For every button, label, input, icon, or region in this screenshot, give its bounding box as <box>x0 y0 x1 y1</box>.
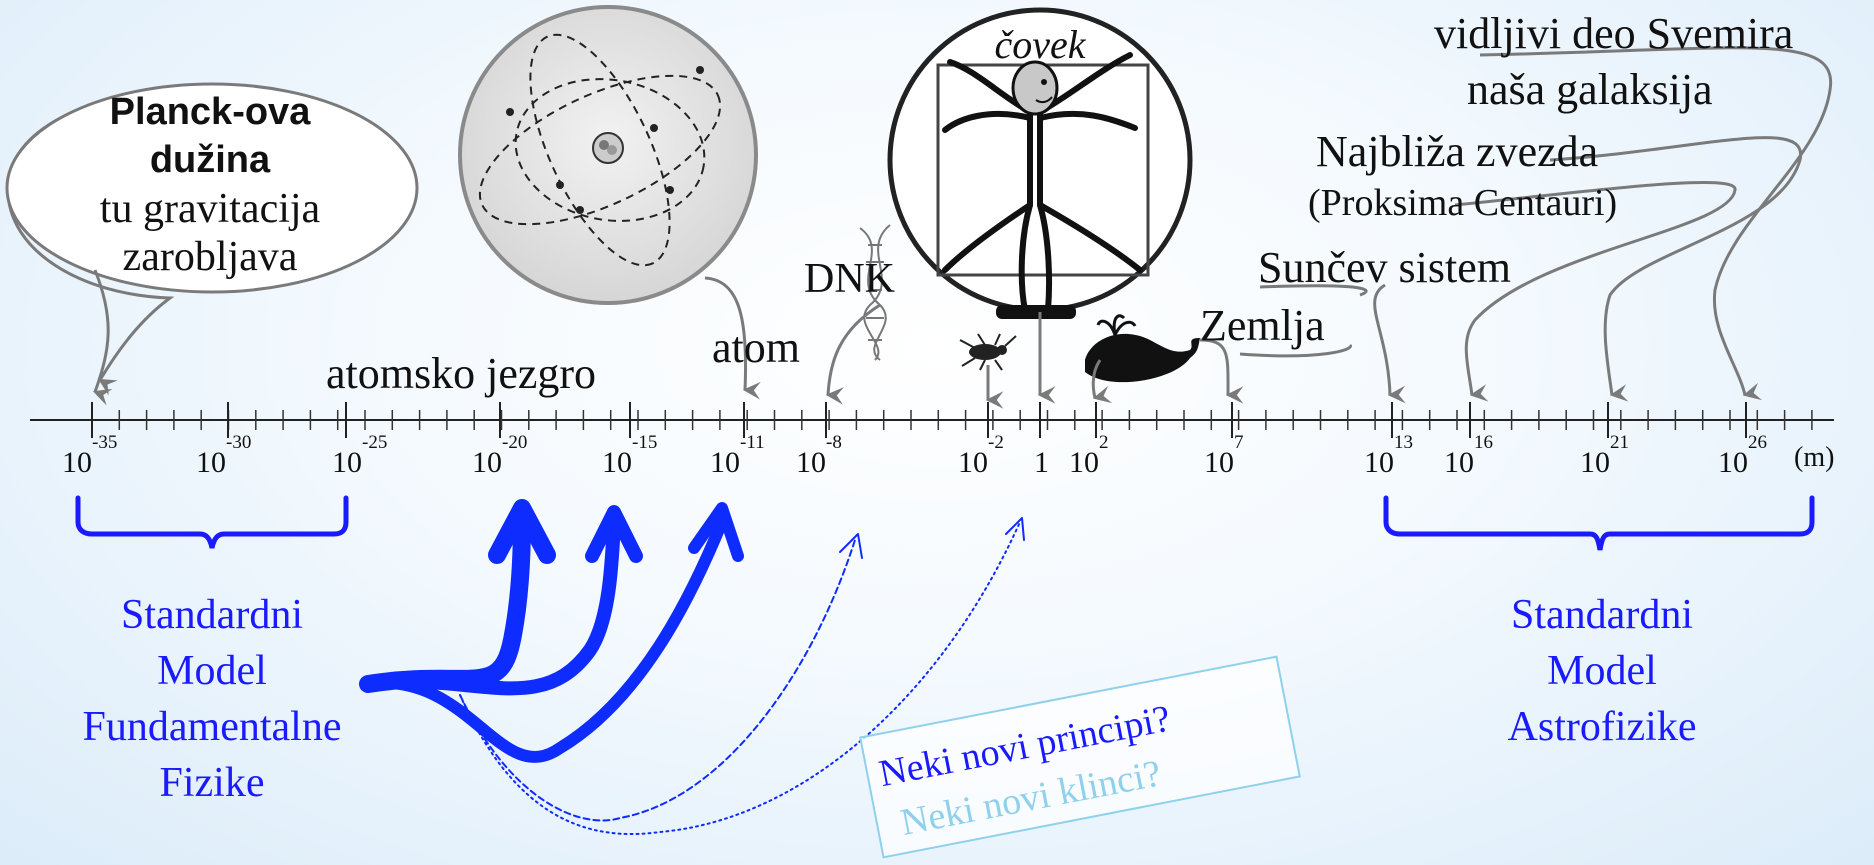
label-atomsko-jezgro: atomsko jezgro <box>326 349 596 398</box>
pointer-arrows <box>1199 46 1833 404</box>
left-model-line: Standardni <box>121 592 303 638</box>
left-model-line: Model <box>157 648 267 694</box>
whale-icon <box>1085 314 1200 404</box>
tick-labels: 10-35 10-30 10-25 10-20 10-15 10-11 10-8… <box>62 432 1834 479</box>
planck-subtitle-line2: zarobljava <box>123 234 298 280</box>
tick-label: 10-11 <box>710 432 765 479</box>
tick-label: 1013 <box>1364 432 1413 479</box>
label-covek: čovek <box>994 22 1086 67</box>
label-zemlja: Zemlja <box>1200 301 1325 350</box>
label-dnk: DNK <box>804 256 895 302</box>
axis-unit: (m) <box>1794 442 1834 473</box>
insect-icon <box>959 333 1017 409</box>
left-brace <box>75 495 349 549</box>
right-brace <box>1383 495 1815 551</box>
left-model-line: Fizike <box>160 760 265 806</box>
major-ticks <box>91 402 1747 438</box>
tick-label: 107 <box>1204 432 1244 479</box>
atom-illustration <box>458 5 761 400</box>
tick-label: 1 <box>1034 446 1049 479</box>
right-model-line: Model <box>1547 648 1657 694</box>
planck-title-line2: dužina <box>150 139 271 181</box>
planck-title-line1: Planck-ova <box>110 91 312 133</box>
human-figure: čovek <box>887 7 1193 404</box>
tick-label: 10-15 <box>602 432 657 479</box>
tick-label: 1026 <box>1718 432 1767 479</box>
right-model-label: Standardni Model Astrofizike <box>1508 592 1697 750</box>
label-najbliza-zvezda: Najbliža zvezda <box>1316 127 1598 176</box>
tick-label: 10-20 <box>472 432 527 479</box>
planck-subtitle-line1: tu gravitacija <box>100 186 321 232</box>
minor-ticks <box>91 410 1813 430</box>
label-nasa-galaksija: naša galaksija <box>1467 65 1713 114</box>
tick-label: 10-2 <box>958 432 1004 479</box>
tick-label: 10-8 <box>796 432 842 479</box>
label-proksima: (Proksima Centauri) <box>1308 182 1617 224</box>
question-box: Neki novi principi? Neki novi klinci? <box>859 655 1301 859</box>
label-atom: atom <box>712 323 800 372</box>
right-model-line: Standardni <box>1511 592 1693 638</box>
tick-label: 10-35 <box>62 432 117 479</box>
model-arrows <box>359 499 1025 835</box>
tick-label: 1016 <box>1444 432 1493 479</box>
planck-bubble: Planck-ova dužina tu gravitacija zaroblj… <box>5 82 419 406</box>
scale-axis <box>30 402 1834 438</box>
left-model-line: Fundamentalne <box>83 704 342 750</box>
label-suncev-sistem: Sunčev sistem <box>1258 243 1511 292</box>
right-model-line: Astrofizike <box>1508 704 1697 750</box>
tick-label: 1021 <box>1580 432 1629 479</box>
tick-label: 102 <box>1069 432 1109 479</box>
tick-label: 10-25 <box>332 432 387 479</box>
left-model-label: Standardni Model Fundamentalne Fizike <box>83 592 342 806</box>
tick-label: 10-30 <box>196 432 251 479</box>
label-vidljivi-deo: vidljivi deo Svemira <box>1434 9 1793 58</box>
